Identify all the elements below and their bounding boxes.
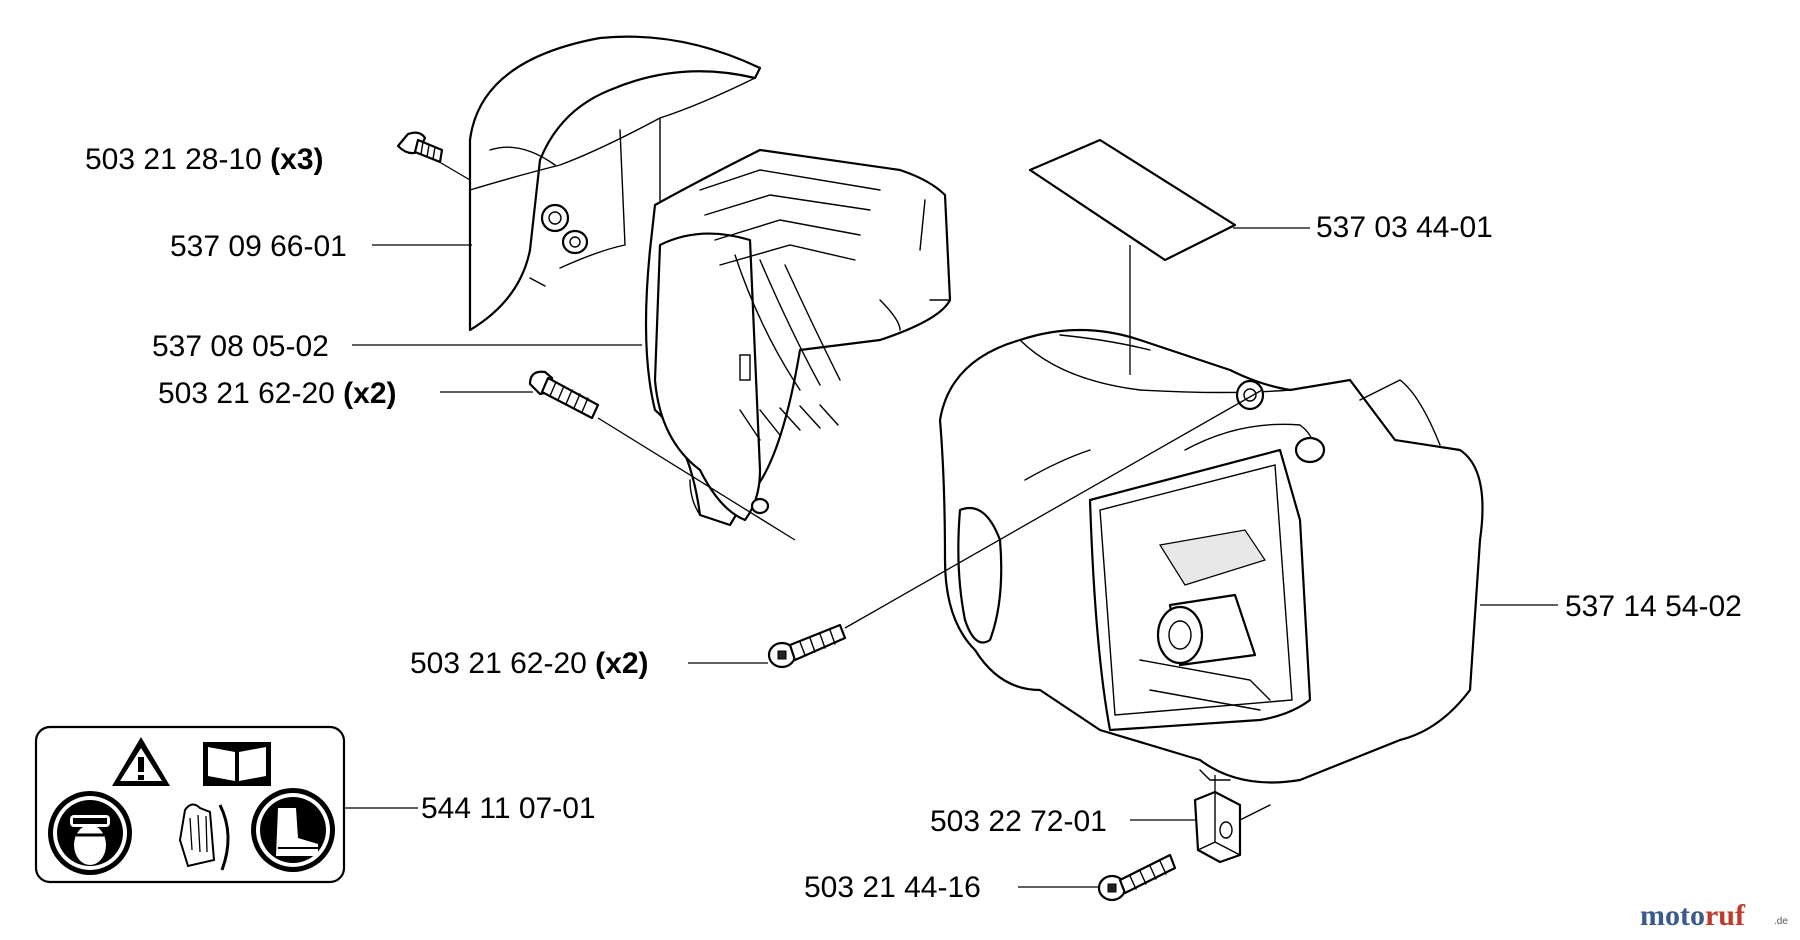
callout-label: 537 03 44-01	[1316, 211, 1493, 244]
screw-middle-part	[767, 623, 847, 669]
callout-label: 537 14 54-02	[1565, 590, 1742, 623]
screw-left-part	[528, 370, 600, 420]
callout-labels: 503 21 28-10 (x3) 537 09 66-01 537 08 05…	[85, 143, 1742, 904]
callout-label: 537 09 66-01	[170, 230, 347, 263]
screw-top-part	[396, 131, 444, 164]
leader-c4	[440, 391, 796, 541]
callout-label: 503 21 62-20 (x2)	[410, 647, 649, 680]
callout-label: 503 21 62-20 (x2)	[158, 377, 397, 410]
callout-label: 503 22 72-01	[930, 805, 1107, 838]
cylinder-shroud-part	[644, 148, 952, 527]
gloves-icon	[178, 803, 230, 871]
svg-text:.de: .de	[1774, 916, 1788, 927]
top-cover-part	[468, 35, 762, 332]
leader-c7	[688, 389, 1263, 664]
manual-book-icon	[203, 742, 271, 786]
clip-nut-part	[1193, 790, 1271, 864]
watermark-logo: motoruf .de	[1640, 899, 1788, 932]
callout-label: 537 08 05-02	[152, 330, 329, 363]
screw-bottom-part	[1097, 853, 1177, 902]
callout-label: 544 11 07-01	[421, 792, 596, 825]
warning-triangle-icon	[112, 737, 170, 786]
leader-c1	[435, 159, 471, 181]
boots-icon	[251, 788, 335, 872]
svg-text:motoruf: motoruf	[1640, 899, 1746, 932]
safety-label-part	[34, 725, 346, 884]
leader-lines	[344, 159, 1558, 888]
callout-label: 503 21 44-16	[804, 871, 981, 904]
cylinder-cover-part	[938, 328, 1484, 784]
decal-part	[1028, 138, 1237, 262]
face-protection-icon	[48, 791, 132, 875]
callout-label: 503 21 28-10 (x3)	[85, 143, 324, 176]
leader-c9	[1130, 775, 1216, 821]
